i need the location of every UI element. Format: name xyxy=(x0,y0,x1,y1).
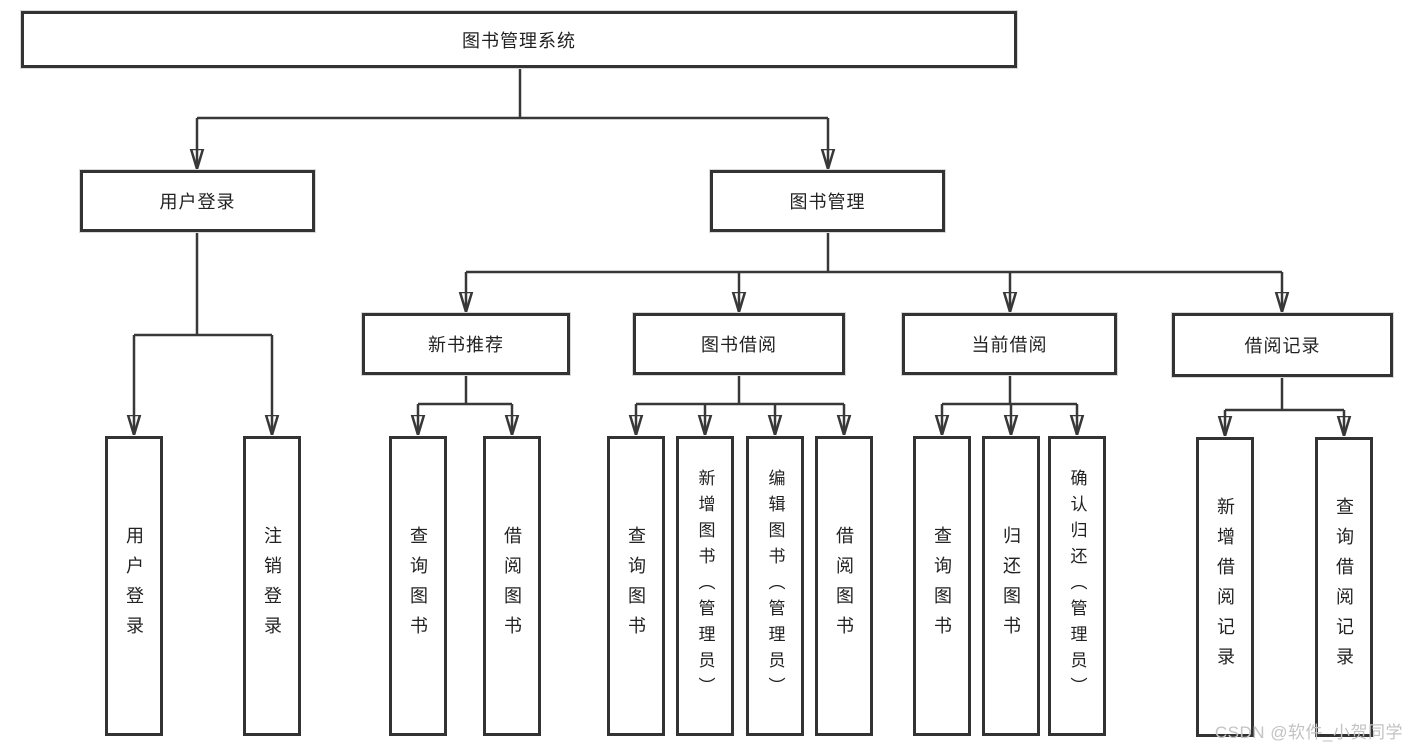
leaf-label: 归还图书 xyxy=(1001,526,1021,646)
leaf-label: 新增借阅记录 xyxy=(1215,497,1235,677)
node-label: 用户登录 xyxy=(159,192,236,212)
leaf-confirm-return-admin: 确认归还（管理员） xyxy=(1048,436,1106,736)
node-label: 图书借阅 xyxy=(701,335,777,355)
leaf-label: 借阅图书 xyxy=(502,526,522,646)
leaf-label: 查询借阅记录 xyxy=(1334,497,1354,677)
leaf-borrow-book-1: 借阅图书 xyxy=(483,436,541,736)
node-label: 新书推荐 xyxy=(428,335,504,355)
leaf-label: 新增图书（管理员） xyxy=(695,469,715,703)
node-new-book-recommend: 新书推荐 xyxy=(362,313,570,375)
node-current-borrow: 当前借阅 xyxy=(902,313,1117,375)
node-label: 当前借阅 xyxy=(971,335,1048,355)
node-label: 图书管理系统 xyxy=(462,30,576,51)
node-borrow-records: 借阅记录 xyxy=(1172,313,1393,377)
node-user-login-branch: 用户登录 xyxy=(80,170,315,232)
node-label: 图书管理 xyxy=(789,192,866,212)
leaf-query-book-1: 查询图书 xyxy=(389,436,447,736)
leaf-query-borrow-record: 查询借阅记录 xyxy=(1315,437,1373,737)
leaf-borrow-book-2: 借阅图书 xyxy=(815,436,873,736)
csdn-watermark: CSDN @软件_小贺同学 xyxy=(1214,723,1403,742)
leaf-label: 借阅图书 xyxy=(834,526,854,646)
leaf-query-book-2: 查询图书 xyxy=(607,436,665,736)
node-root-system: 图书管理系统 xyxy=(21,11,1017,68)
leaf-label: 编辑图书（管理员） xyxy=(765,469,785,703)
leaf-label: 注销登录 xyxy=(262,526,282,646)
leaf-label: 用户登录 xyxy=(124,526,144,646)
leaf-label: 确认归还（管理员） xyxy=(1067,469,1087,703)
leaf-return-book: 归还图书 xyxy=(982,436,1040,736)
leaf-label: 查询图书 xyxy=(932,526,952,646)
leaf-add-borrow-record: 新增借阅记录 xyxy=(1196,437,1254,737)
leaf-edit-book-admin: 编辑图书（管理员） xyxy=(746,436,804,736)
leaf-query-book-3: 查询图书 xyxy=(913,436,971,736)
leaf-logout: 注销登录 xyxy=(243,436,301,736)
leaf-user-login: 用户登录 xyxy=(105,436,163,736)
node-book-management-branch: 图书管理 xyxy=(710,170,945,232)
leaf-label: 查询图书 xyxy=(626,526,646,646)
leaf-add-book-admin: 新增图书（管理员） xyxy=(676,436,734,736)
node-book-borrow: 图书借阅 xyxy=(633,313,845,375)
leaf-label: 查询图书 xyxy=(408,526,428,646)
node-label: 借阅记录 xyxy=(1244,336,1321,356)
